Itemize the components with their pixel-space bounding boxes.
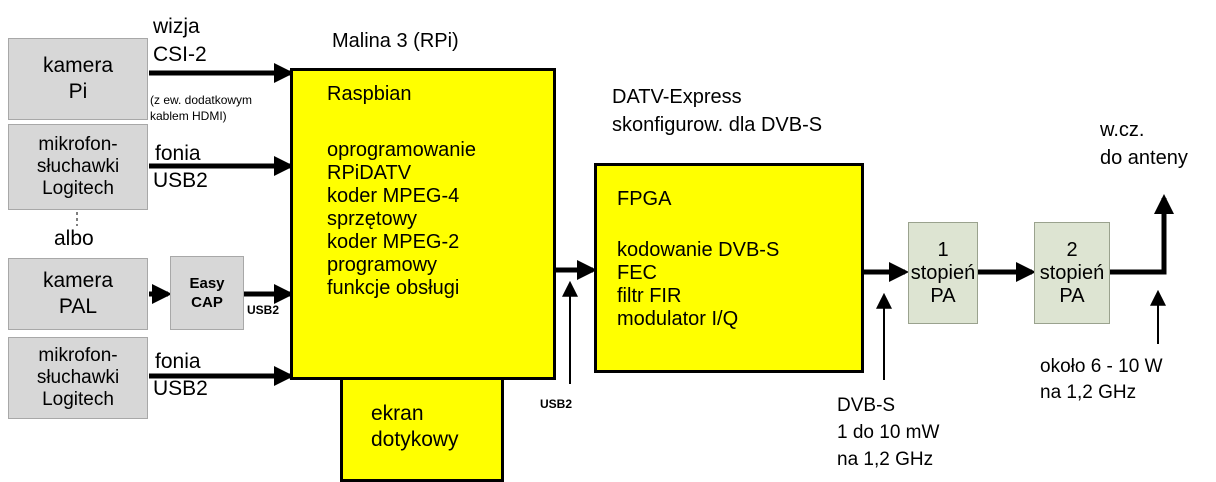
kamera-pi-line-1: kamera xyxy=(42,54,114,77)
label-wcz-line-1: w.cz. xyxy=(1100,119,1145,141)
fpga-line-4: FEC xyxy=(617,262,657,284)
kamera-pi-box: kamera Pi xyxy=(8,38,148,120)
label-datv-line-2: skonfigurow. dla DVB-S xyxy=(612,114,823,136)
fpga-line-3: kodowanie DVB-S xyxy=(617,239,780,261)
pa1-line-1: 1 xyxy=(937,238,949,261)
label-albo: albo xyxy=(54,227,94,250)
mikrofon-box-2: mikrofon- słuchawki Logitech xyxy=(8,337,148,419)
pa-output-line-1: około 6 - 10 W xyxy=(1040,356,1163,377)
mikrofon-1-line-2: słuchawki xyxy=(36,156,120,177)
mikrofon-2-line-1: mikrofon- xyxy=(38,345,118,366)
easycap-line-2: CAP xyxy=(191,294,223,311)
dvbs-output-line-2: 1 do 10 mW xyxy=(837,422,940,443)
fpga-line-6: modulator I/Q xyxy=(617,308,739,330)
label-wcz-line-2: do anteny xyxy=(1100,147,1188,169)
hdmi-note: (z ew. dodatkowym kablem HDMI) xyxy=(150,92,252,124)
ekran-line-1: ekran xyxy=(371,402,424,425)
pa2-line-2: stopień xyxy=(1039,261,1105,284)
ekran-box: ekran dotykowy xyxy=(340,372,504,482)
kamera-pal-box: kamera PAL xyxy=(8,258,148,330)
rpi-line-6: sprzętowy xyxy=(327,208,418,230)
easycap-line-1: Easy xyxy=(189,275,225,292)
rpi-line-3: oprogramowanie xyxy=(327,139,476,161)
fpga-line-5: filtr FIR xyxy=(617,285,682,307)
rpi-line-2 xyxy=(327,106,476,129)
hdmi-note-line-2: kablem HDMI) xyxy=(150,109,227,123)
rpi-line-5: koder MPEG-4 xyxy=(327,185,460,207)
fpga-line-2 xyxy=(617,211,779,234)
rpi-line-1: Raspbian xyxy=(327,83,412,105)
pa2-line-1: 2 xyxy=(1066,238,1078,261)
rpi-line-4: RPiDATV xyxy=(327,162,412,184)
dvbs-output-line-1: DVB-S xyxy=(837,395,896,416)
kamera-pal-line-2: PAL xyxy=(58,295,98,318)
label-fonia-2: fonia xyxy=(155,350,201,373)
label-csi: CSI-2 xyxy=(153,43,207,66)
label-usb2-2: USB2 xyxy=(153,377,208,400)
kamera-pal-line-1: kamera xyxy=(42,269,114,292)
label-fonia-1: fonia xyxy=(155,142,201,165)
rpi-line-8: programowy xyxy=(327,254,438,276)
pa1-line-2: stopień xyxy=(910,261,976,284)
dvbs-output-line-3: na 1,2 GHz xyxy=(837,449,934,470)
label-wizja: wizja xyxy=(153,15,200,38)
rpi-line-9: funkcje obsługi xyxy=(327,277,460,299)
pa2-line-3: PA xyxy=(1059,284,1085,307)
rpi-box: Raspbian oprogramowanie RPiDATV koder MP… xyxy=(290,68,556,380)
mikrofon-2-line-3: Logitech xyxy=(42,389,114,410)
pa2-box: 2 stopień PA xyxy=(1034,222,1110,324)
label-usb2-1: USB2 xyxy=(153,169,208,192)
hdmi-note-line-1: (z ew. dodatkowym xyxy=(150,93,253,107)
pa-output-label: około 6 - 10 W na 1,2 GHz xyxy=(1040,354,1163,406)
label-datv-line-1: DATV-Express xyxy=(612,86,742,108)
kamera-pi-line-2: Pi xyxy=(68,80,88,103)
label-usb2-easycap: USB2 xyxy=(247,303,280,317)
rpi-title: Malina 3 (RPi) xyxy=(332,30,459,52)
dvbs-output-label: DVB-S 1 do 10 mW na 1,2 GHz xyxy=(837,392,939,473)
mikrofon-2-line-2: słuchawki xyxy=(36,367,120,388)
label-usb2-bottom: USB2 xyxy=(540,397,573,411)
pa1-box: 1 stopień PA xyxy=(908,222,978,324)
rpi-line-7: koder MPEG-2 xyxy=(327,231,460,253)
ekran-line-2: dotykowy xyxy=(371,428,459,451)
arrow-antenna xyxy=(1110,194,1174,275)
mikrofon-box-1: mikrofon- słuchawki Logitech xyxy=(8,124,148,210)
fpga-box: FPGA kodowanie DVB-S FEC filtr FIR modul… xyxy=(594,163,864,373)
pa-output-line-2: na 1,2 GHz xyxy=(1040,382,1137,403)
easycap-box: Easy CAP xyxy=(170,256,244,330)
mikrofon-1-line-1: mikrofon- xyxy=(38,134,118,155)
mikrofon-1-line-3: Logitech xyxy=(42,178,114,199)
pa1-line-3: PA xyxy=(930,284,956,307)
fpga-line-1: FPGA xyxy=(617,188,672,210)
